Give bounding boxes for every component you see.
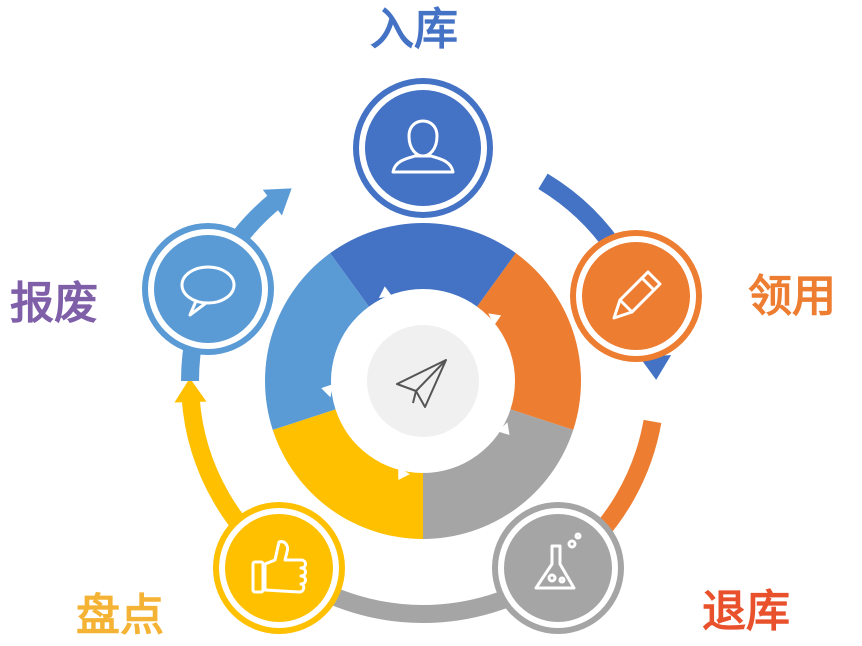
ring-segment-2 <box>477 253 581 430</box>
stage-node-1 <box>353 78 493 218</box>
stage-label-return: 退库 <box>702 586 790 637</box>
stage-nodes <box>142 78 702 634</box>
cycle-arrowhead-4 <box>174 378 207 403</box>
ring-notch-3 <box>497 422 510 436</box>
thumbs-up-icon <box>251 540 307 594</box>
ring-segment-3 <box>423 409 574 539</box>
stage-node-2 <box>570 230 702 362</box>
stage-node-4 <box>213 502 345 634</box>
user-icon <box>391 119 455 174</box>
pencil-icon <box>612 270 662 320</box>
ring-segment-4 <box>272 409 423 539</box>
ring-notch-1 <box>378 286 393 299</box>
chat-bubble-icon <box>180 265 236 317</box>
stage-label-scrap: 报废 <box>10 278 98 329</box>
cycle-arrowhead-1 <box>639 355 672 380</box>
ring-notch-2 <box>488 313 502 326</box>
flask-icon <box>534 532 582 590</box>
cycle-arrowhead-5 <box>262 188 292 216</box>
stage-node-5 <box>142 223 274 355</box>
inner-segmented-ring <box>265 223 581 539</box>
stage-label-issue: 领用 <box>748 271 836 322</box>
stage-node-3 <box>492 502 624 634</box>
paper-plane-icon <box>396 359 447 408</box>
stage-label-inventory-check: 盘点 <box>76 590 164 641</box>
ring-segment-5 <box>265 253 369 430</box>
ring-notch-5 <box>321 384 334 398</box>
ring-segment-1 <box>330 223 516 307</box>
stage-label-inbound: 入库 <box>370 4 458 55</box>
ring-notch-4 <box>398 467 410 480</box>
center-hub <box>367 325 479 437</box>
